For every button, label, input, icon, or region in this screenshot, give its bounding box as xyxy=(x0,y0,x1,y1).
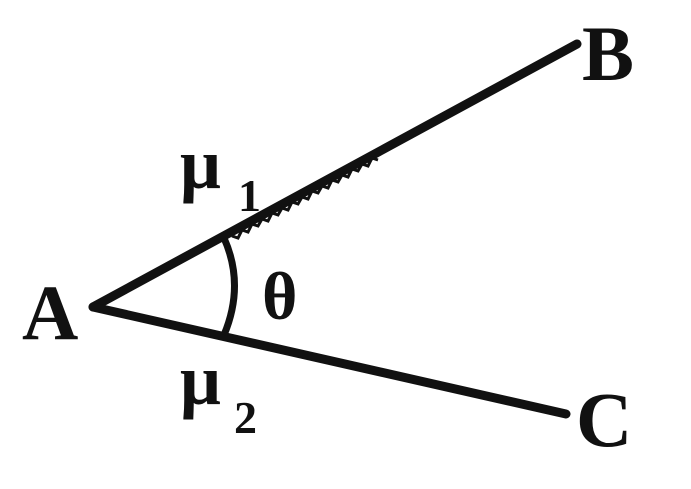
mu2-subscript: 2 xyxy=(234,392,257,443)
rough-texture-ab xyxy=(231,156,379,240)
ray-ab xyxy=(88,39,582,312)
point-label-b: B xyxy=(582,10,634,97)
angle-arc xyxy=(220,236,238,337)
point-label-a: A xyxy=(22,269,78,356)
angle-label-theta: θ xyxy=(262,258,298,334)
mu2-symbol: μ xyxy=(180,340,221,420)
mu1-symbol: μ xyxy=(180,124,221,204)
ray-ac xyxy=(88,302,571,419)
mu1-subscript: 1 xyxy=(238,170,261,221)
coefficient-mu2: μ 2 xyxy=(180,340,257,443)
point-label-c: C xyxy=(576,376,632,463)
coefficient-mu1: μ 1 xyxy=(180,124,261,221)
